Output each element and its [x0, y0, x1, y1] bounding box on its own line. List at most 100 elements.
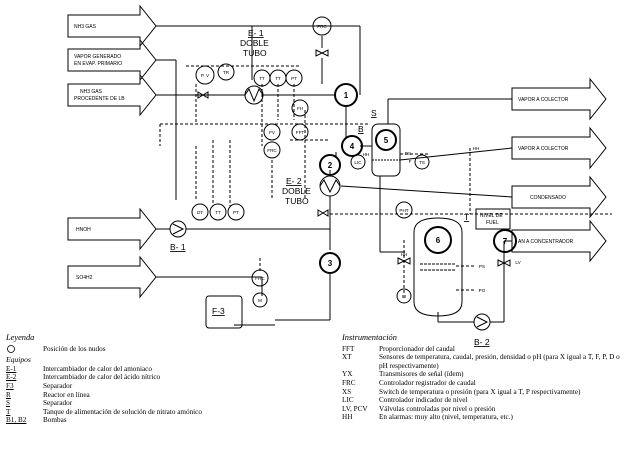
node-label-6: 6 [436, 236, 441, 245]
instrument-ts: TS [419, 160, 425, 165]
node-label-3: 3 [328, 259, 333, 268]
legend-equipos-title: Equipos [6, 355, 31, 365]
instrument-pt2: PT [233, 210, 239, 215]
input-label-vapor-generado-1: VAPOR GENERADO [74, 54, 121, 60]
heat-exchanger-e1 [244, 85, 264, 105]
instrument-frc3: FRC [255, 276, 265, 281]
instrument-pht: PHT [399, 208, 408, 213]
e1-line2-label: TUBO [243, 48, 267, 58]
e1-line1-label: DOBLE [240, 38, 269, 48]
node-label-1: 1 [344, 91, 349, 100]
separator-f3-vessel [205, 295, 243, 329]
instrument-frc2: FRC [267, 148, 277, 153]
legend-panel: Leyenda Posición de los nudos Equipos E-… [6, 333, 316, 425]
instrument-hh3: HH [401, 252, 408, 257]
instrument-tr: TR [223, 70, 230, 75]
instrument-fh: FH [297, 106, 303, 111]
instrumentacion-title: Instrumentación [342, 333, 397, 342]
t-code-label: T [464, 212, 469, 222]
s-code-label: S [371, 108, 377, 118]
e2-line1-label: DOBLE [282, 186, 311, 196]
output-arrow-condensado [511, 175, 607, 219]
input-arrow-so4h2 [67, 255, 157, 299]
instrument-tt2: TT [275, 76, 281, 81]
instrument-pv: P. V [201, 73, 210, 78]
legend-title: Leyenda [6, 333, 35, 342]
instrument-tt1: TT [259, 76, 265, 81]
node-symbol-icon [6, 344, 43, 356]
pump-b2 [473, 313, 491, 331]
nivel-fuel-label-1: NIVEL DE [480, 213, 503, 219]
input-label-nh3-proc-2: PROCEDENTE DE LB [74, 96, 125, 102]
node-label-4: 4 [350, 142, 355, 151]
f3-code-label: F-3 [212, 306, 225, 316]
input-label-nh3-proc-1: NH3 GAS [80, 89, 103, 95]
input-label-vapor-generado-2: EN EVAP. PRIMARIO [74, 61, 122, 67]
instrument-ps2: PS [479, 264, 485, 269]
input-arrow-nh3-gas [67, 4, 157, 48]
output-arrow-vapor-colector-2 [511, 126, 607, 170]
instrument-f: F [409, 159, 412, 164]
output-label-vapor-colector-1: VAPOR A COLECTOR [518, 97, 569, 103]
process-lines [156, 25, 513, 326]
separator-s-vessel [371, 123, 401, 177]
b2-code-label: B- 2 [474, 337, 490, 347]
output-label-an-concentrador: AN A CONCENTRADOR [518, 239, 574, 245]
pump-b1 [169, 220, 187, 238]
instrument-pt1: PT [291, 76, 297, 81]
input-arrow-hnoh [67, 207, 157, 251]
instrument-li: LI [402, 294, 406, 299]
legend-node-row: Posición de los nudos [6, 345, 316, 356]
instrument-po: PO [479, 288, 486, 293]
input-label-hnoh: HNOH [76, 227, 91, 233]
nivel-fuel-box [475, 208, 511, 230]
tank-t-vessel [413, 217, 463, 317]
instrument-bubbles [191, 16, 430, 308]
instrument-m: M [258, 298, 262, 303]
output-label-vapor-colector-2: VAPOR A COLECTOR [518, 146, 569, 152]
output-label-condensado: CONDENSADO [530, 195, 566, 201]
instrument-hh2: HH [473, 146, 480, 151]
input-label-so4h2: SO4H2 [76, 275, 93, 281]
instrument-fv: FV [269, 130, 276, 135]
nivel-fuel-label-2: FUEL [486, 220, 499, 226]
node-circles [319, 83, 517, 274]
node-label-2: 2 [328, 161, 333, 170]
instrument-lic1: LIC [354, 160, 362, 165]
control-valve [197, 49, 511, 267]
instrument-ps: PS [405, 151, 411, 156]
instrument-lv: LV [515, 260, 521, 265]
input-label-nh3-gas: NH3 GAS [74, 24, 97, 30]
legend-node-desc: Posición de los nudos [43, 344, 106, 353]
instrument-frc1: FRC [317, 24, 327, 29]
heat-exchanger-e2 [319, 175, 341, 197]
e2-line2-label: TUBO [285, 196, 309, 206]
node-label-7: 7 [503, 237, 508, 246]
instrument-hh1: HH [363, 152, 370, 157]
output-arrow-an-concentrador [511, 219, 607, 263]
node-label-5: 5 [384, 136, 389, 145]
b-code-label: B [358, 124, 364, 134]
e2-code-label: E- 2 [286, 176, 302, 186]
output-arrow-vapor-colector-1 [511, 77, 607, 121]
instrument-fft: FFT [296, 130, 305, 135]
input-arrow-vapor-generado [67, 38, 157, 82]
e1-code-label: E- 1 [248, 28, 264, 38]
